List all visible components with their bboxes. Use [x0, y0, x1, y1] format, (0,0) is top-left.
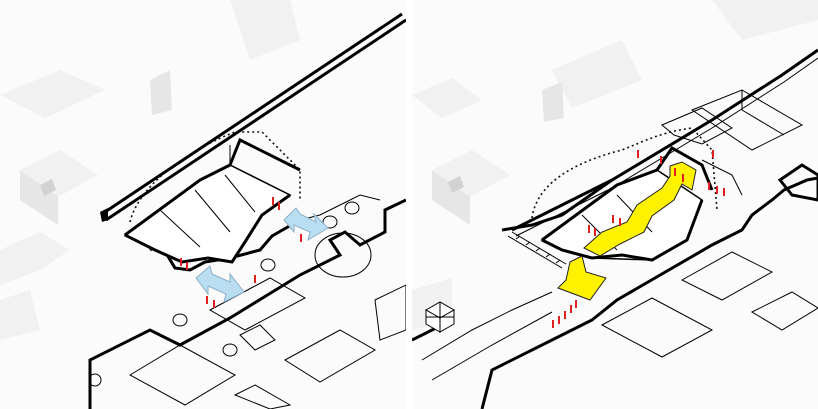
ghost-massing [150, 70, 172, 115]
panel-divider [406, 0, 412, 409]
block-footprint [680, 251, 774, 301]
adjacent-building [661, 89, 818, 202]
block-footprint [600, 297, 714, 358]
ghost-massing [0, 232, 70, 285]
block-footprint [284, 329, 377, 383]
plaza-circle [322, 215, 338, 229]
block-footprint [750, 291, 818, 331]
ghost-massing [552, 40, 642, 108]
ghost-massing [230, 0, 300, 60]
ghost-block [20, 150, 98, 225]
plaza-circle [344, 201, 360, 215]
site-outline [501, 178, 613, 232]
block-footprint [239, 324, 276, 351]
canopy-outline [129, 131, 301, 223]
ghost-massing [0, 70, 105, 118]
double-arrow-icon [283, 207, 329, 242]
site-outline [88, 198, 406, 409]
double-arrow-icon [195, 265, 245, 303]
ghost-massing [542, 82, 564, 122]
site-outline [299, 194, 381, 221]
site-diagram-after [412, 0, 818, 409]
plaza-circle [314, 232, 372, 278]
block-footprint [128, 344, 237, 406]
plaza-circle [260, 258, 276, 272]
ghost-block [432, 150, 510, 225]
person-icon [552, 150, 725, 328]
block-footprint [233, 384, 292, 409]
person-icon [180, 197, 302, 308]
bent-arrow-icon [583, 161, 697, 257]
ghost-massing [712, 0, 818, 40]
rail-band [100, 12, 406, 222]
block-footprint [208, 277, 307, 331]
site-outline [421, 291, 553, 361]
site-outline [431, 311, 553, 381]
bridge-hatch [507, 231, 567, 269]
ghost-massing [412, 78, 482, 118]
panel-before [0, 0, 406, 409]
plaza-circle [222, 343, 238, 357]
ghost-massing [0, 290, 40, 340]
block-footprint [374, 284, 406, 341]
raised-volume [123, 137, 301, 264]
site-column [88, 373, 102, 387]
panel-after [412, 0, 818, 409]
plaza-circle [172, 313, 188, 327]
compass-icon [424, 301, 456, 333]
bent-arrow-icon [557, 255, 607, 301]
site-diagram-before [0, 0, 406, 409]
